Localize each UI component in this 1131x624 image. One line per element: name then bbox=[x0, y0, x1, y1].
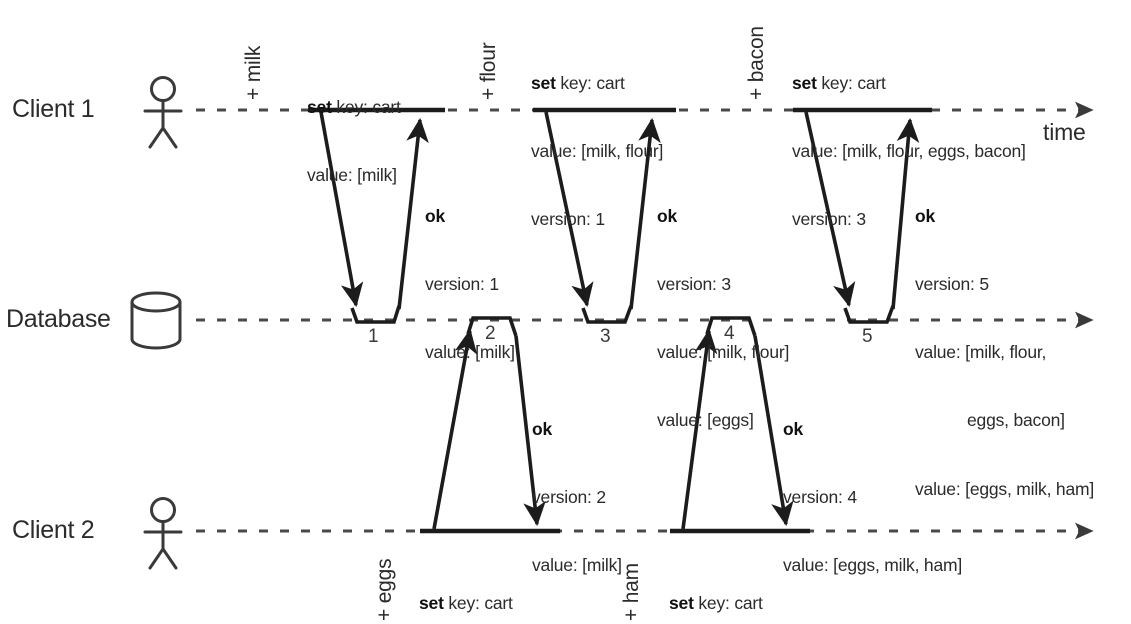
response-line: value: [milk, flour, bbox=[915, 342, 1047, 362]
arrow-request-c2-2 bbox=[681, 328, 718, 530]
response-line: value: [eggs, milk, ham] bbox=[915, 478, 1095, 499]
request-message-c1-2: set key: cart value: [milk, flour] versi… bbox=[531, 26, 663, 276]
arrow-response-c2-2 bbox=[753, 335, 794, 527]
db-event-number-3: 3 bbox=[600, 326, 611, 347]
arrow-request-c1-1 bbox=[319, 111, 364, 308]
request-keyword: set bbox=[531, 72, 556, 93]
request-keyword: set bbox=[419, 592, 444, 613]
response-line: value: [eggs] bbox=[657, 410, 754, 431]
response-keyword: ok bbox=[657, 205, 678, 226]
request-message-c2-1: set key: cart value: [eggs] bbox=[419, 546, 516, 624]
db-event-3-bracket bbox=[581, 305, 633, 324]
request-keyword: set bbox=[307, 96, 332, 117]
response-message-c1-3: ok version: 5 value: [milk, flour, eggs,… bbox=[915, 159, 1094, 546]
response-line: version: 5 bbox=[915, 273, 989, 294]
db-event-5-bracket bbox=[843, 305, 895, 324]
arrow-request-c2-1 bbox=[432, 328, 478, 530]
response-line: version: 1 bbox=[425, 273, 499, 294]
actor-stick-figure-icon-client1 bbox=[143, 76, 183, 149]
response-message-c2-1: ok version: 2 value: [milk] value: [eggs… bbox=[532, 372, 629, 624]
response-message-c2-2: ok version: 4 value: [eggs, milk, ham] v… bbox=[783, 372, 962, 624]
cart-addition-milk: + milk bbox=[242, 45, 265, 100]
db-event-1-bracket bbox=[350, 305, 401, 324]
arrow-response-c2-1 bbox=[514, 335, 546, 527]
db-event-number-5: 5 bbox=[862, 326, 873, 347]
request-key: key: cart bbox=[816, 72, 886, 93]
response-line: version: 4 bbox=[783, 486, 857, 507]
request-key: key: cart bbox=[693, 592, 763, 613]
db-event-2-bracket bbox=[466, 316, 518, 337]
response-line: eggs, bacon] bbox=[967, 410, 1065, 431]
database-cylinder-icon bbox=[130, 291, 182, 350]
response-line: value: [milk, flour] bbox=[657, 342, 790, 362]
response-message-c1-2: ok version: 3 value: [milk, flour] value… bbox=[657, 159, 789, 478]
arrow-response-c1-1 bbox=[397, 117, 429, 310]
response-line: version: 3 bbox=[657, 273, 731, 294]
request-key: key: cart bbox=[331, 96, 401, 117]
arrow-request-c1-3 bbox=[804, 111, 856, 308]
response-line: value: [milk] bbox=[532, 555, 622, 575]
request-message-c1-3: set key: cart value: [milk, flour, eggs,… bbox=[792, 26, 1026, 276]
response-keyword: ok bbox=[915, 205, 936, 226]
response-keyword: ok bbox=[783, 418, 804, 439]
request-line: version: 1 bbox=[531, 209, 605, 229]
actor-stick-figure-icon-client2 bbox=[143, 497, 183, 570]
lane-label-client1: Client 1 bbox=[12, 95, 95, 123]
request-keyword: set bbox=[792, 72, 817, 93]
db-event-number-1: 1 bbox=[368, 326, 379, 347]
response-keyword: ok bbox=[532, 418, 553, 439]
cart-addition-flour: + flour bbox=[477, 42, 500, 100]
request-line: version: 3 bbox=[792, 209, 866, 229]
lane-label-database: Database bbox=[6, 305, 111, 333]
cart-addition-bacon: + bacon bbox=[745, 26, 768, 100]
response-line: value: [eggs, milk, ham] bbox=[783, 555, 963, 575]
db-event-number-2: 2 bbox=[485, 323, 496, 344]
arrow-request-c1-2 bbox=[544, 111, 594, 308]
request-key: key: cart bbox=[443, 592, 513, 613]
request-keyword: set bbox=[669, 592, 694, 613]
request-line: value: [milk, flour] bbox=[531, 140, 664, 161]
request-line: value: [milk] bbox=[307, 164, 397, 185]
arrow-response-c1-2 bbox=[629, 117, 661, 310]
time-axis-label: time bbox=[1043, 119, 1086, 145]
db-event-4-bracket bbox=[705, 316, 757, 337]
response-keyword: ok bbox=[425, 205, 446, 226]
arrow-response-c1-3 bbox=[891, 117, 920, 310]
cart-addition-eggs: + eggs bbox=[373, 558, 396, 621]
lane-label-client2: Client 2 bbox=[12, 516, 95, 544]
response-line: version: 2 bbox=[532, 486, 606, 507]
db-event-number-4: 4 bbox=[724, 323, 735, 344]
response-line: value: [milk] bbox=[425, 342, 515, 362]
request-line: value: [milk, flour, eggs, bacon] bbox=[792, 140, 1026, 161]
request-key: key: cart bbox=[555, 72, 625, 93]
request-message-c2-2: set key: cart value: [eggs, milk, ham] v… bbox=[669, 546, 848, 624]
request-message-c1-1: set key: cart value: [milk] bbox=[307, 50, 401, 232]
response-message-c1-1: ok version: 1 value: [milk] bbox=[425, 159, 515, 409]
